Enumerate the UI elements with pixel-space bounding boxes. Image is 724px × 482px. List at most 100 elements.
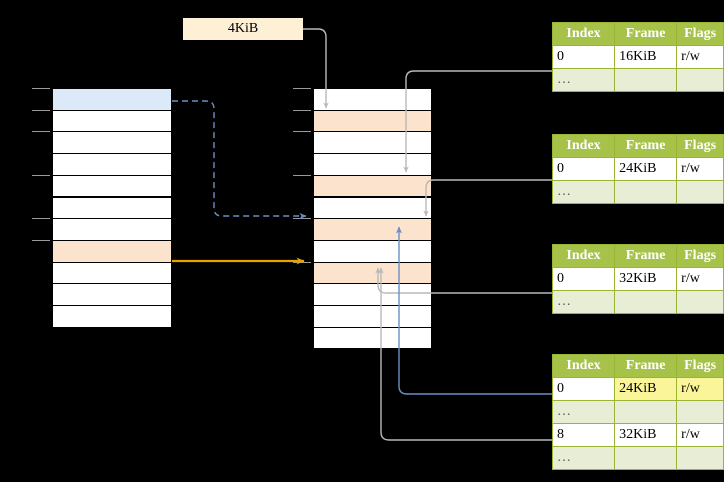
memory-cell bbox=[313, 283, 432, 306]
row-tick-mark bbox=[293, 131, 311, 133]
physical-memory-column bbox=[293, 88, 432, 350]
memory-cell bbox=[52, 283, 172, 306]
memory-cell bbox=[52, 153, 172, 176]
table-cell[interactable] bbox=[614, 446, 678, 470]
table-cell[interactable] bbox=[676, 290, 724, 314]
column-header-flags: Flags bbox=[676, 134, 724, 158]
memory-cell bbox=[52, 109, 172, 133]
table-row[interactable]: … bbox=[551, 446, 724, 470]
table-cell[interactable]: r/w bbox=[676, 157, 724, 181]
column-header-flags: Flags bbox=[676, 244, 724, 268]
memory-cell bbox=[52, 88, 172, 111]
table-cell[interactable]: … bbox=[551, 400, 616, 424]
table-cell[interactable]: 0 bbox=[551, 377, 616, 401]
table-cell[interactable]: … bbox=[551, 290, 616, 314]
column-header-frame: Frame bbox=[614, 22, 678, 46]
row-tick-mark bbox=[32, 239, 50, 241]
column-header-flags: Flags bbox=[676, 22, 724, 46]
table-cell[interactable]: 32KiB bbox=[614, 267, 678, 291]
table-cell[interactable]: r/w bbox=[676, 267, 724, 291]
table-cell[interactable]: 0 bbox=[551, 45, 616, 69]
table-row[interactable]: … bbox=[551, 290, 724, 314]
row-tick-mark bbox=[32, 109, 50, 111]
table-cell[interactable]: 0 bbox=[551, 157, 616, 181]
table-cell[interactable]: r/w bbox=[676, 377, 724, 401]
row-tick-mark bbox=[32, 218, 50, 220]
table-cell[interactable]: 24KiB bbox=[614, 157, 678, 181]
table-row[interactable]: … bbox=[551, 68, 724, 92]
column-header-index: Index bbox=[551, 354, 616, 378]
memory-cell bbox=[313, 239, 432, 263]
memory-cell bbox=[313, 305, 432, 328]
table-cell[interactable]: 24KiB bbox=[614, 377, 678, 401]
wire-virtual-row0-dashed bbox=[172, 100, 307, 220]
table-cell[interactable] bbox=[614, 400, 678, 424]
column-header-frame: Frame bbox=[614, 244, 678, 268]
memory-cell bbox=[52, 239, 172, 263]
memory-cell bbox=[52, 305, 172, 328]
memory-cell bbox=[52, 261, 172, 285]
memory-cell bbox=[313, 88, 432, 111]
table-cell[interactable]: 8 bbox=[551, 423, 616, 447]
memory-cell bbox=[313, 261, 432, 285]
table-row[interactable]: … bbox=[551, 400, 724, 424]
row-tick-mark bbox=[32, 131, 50, 133]
row-tick-mark bbox=[293, 174, 311, 176]
table-cell[interactable]: 0 bbox=[551, 267, 616, 291]
wire-table2-to-physical bbox=[423, 179, 552, 217]
memory-cell bbox=[313, 131, 432, 155]
table-cell[interactable]: … bbox=[551, 180, 616, 204]
row-tick-mark bbox=[32, 174, 50, 176]
table-cell[interactable] bbox=[614, 68, 678, 92]
row-tick-mark bbox=[293, 88, 311, 89]
memory-cell bbox=[52, 196, 172, 220]
table-row[interactable]: … bbox=[551, 180, 724, 204]
memory-cell bbox=[52, 218, 172, 241]
table-cell[interactable]: 16KiB bbox=[614, 45, 678, 69]
column-header-frame: Frame bbox=[614, 354, 678, 378]
virtual-address-column bbox=[32, 88, 172, 328]
table-cell[interactable]: r/w bbox=[676, 423, 724, 447]
table-cell[interactable] bbox=[614, 290, 678, 314]
row-tick-mark bbox=[293, 218, 311, 220]
memory-cell bbox=[313, 218, 432, 241]
page-size-label: 4KiB bbox=[183, 18, 303, 40]
table-cell[interactable]: … bbox=[551, 446, 616, 470]
memory-cell bbox=[52, 174, 172, 198]
table-cell[interactable]: r/w bbox=[676, 45, 724, 69]
table-cell[interactable] bbox=[614, 180, 678, 204]
column-header-index: Index bbox=[551, 22, 616, 46]
table-cell[interactable] bbox=[676, 68, 724, 92]
table-cell[interactable]: 32KiB bbox=[614, 423, 678, 447]
row-tick-mark bbox=[293, 261, 311, 263]
memory-cell bbox=[52, 131, 172, 155]
table-cell[interactable] bbox=[676, 180, 724, 204]
table-cell[interactable] bbox=[676, 400, 724, 424]
column-header-frame: Frame bbox=[614, 134, 678, 158]
table-cell[interactable] bbox=[676, 446, 724, 470]
column-header-index: Index bbox=[551, 134, 616, 158]
memory-cell bbox=[313, 109, 432, 133]
memory-cell bbox=[313, 153, 432, 176]
column-header-index: Index bbox=[551, 244, 616, 268]
table-cell[interactable]: … bbox=[551, 68, 616, 92]
column-header-flags: Flags bbox=[676, 354, 724, 378]
memory-cell bbox=[313, 174, 432, 198]
memory-cell bbox=[313, 196, 432, 220]
memory-cell bbox=[313, 326, 432, 350]
row-tick-mark bbox=[32, 88, 50, 89]
